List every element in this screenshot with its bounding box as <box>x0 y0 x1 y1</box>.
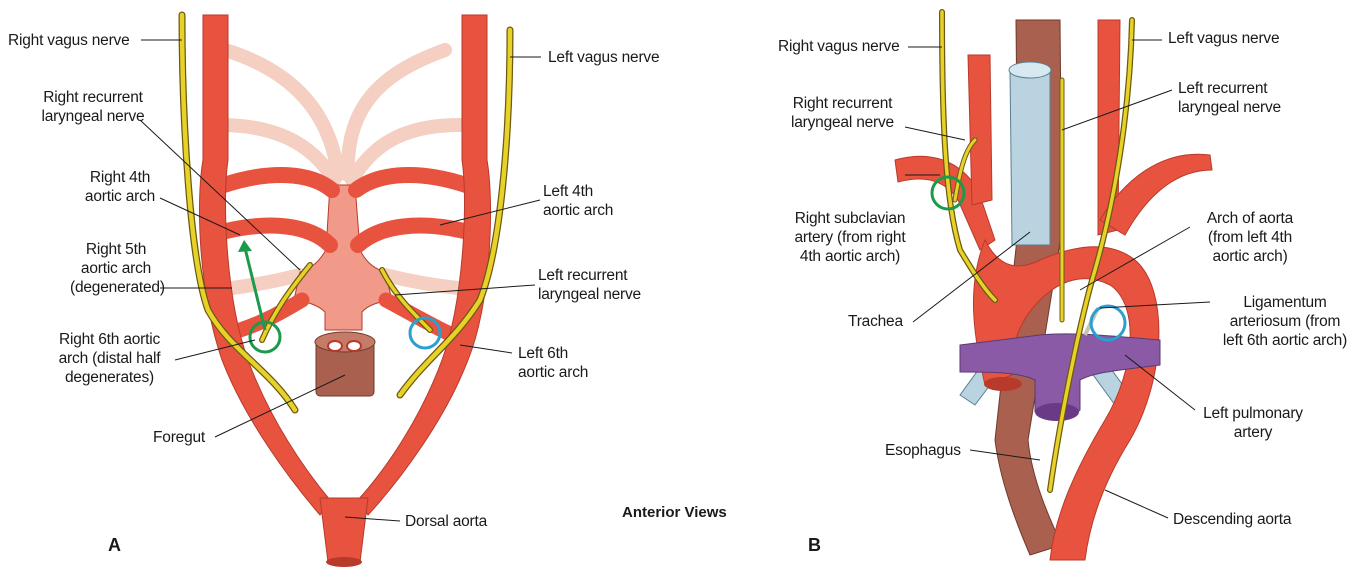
label-b-left-pulmonary-artery: Left pulmonary artery <box>1198 404 1308 442</box>
panel-a-illustration <box>140 15 541 567</box>
panel-a-letter: A <box>108 535 121 556</box>
label-a-right-recurrent-laryngeal-nerve: Right recurrent laryngeal nerve <box>33 88 153 126</box>
label-b-trachea: Trachea <box>848 312 903 331</box>
tube-opening-left <box>328 341 342 351</box>
tube-opening-right <box>347 341 361 351</box>
right-common-carotid <box>968 55 992 205</box>
aortic-sac <box>294 185 392 330</box>
label-a-left-4th-aortic-arch: Left 4th aortic arch <box>543 182 613 220</box>
foregut-opening <box>315 332 375 352</box>
label-b-right-vagus-nerve: Right vagus nerve <box>778 37 900 56</box>
trachea-opening <box>1009 62 1051 78</box>
label-b-right-recurrent-laryngeal-nerve: Right recurrent laryngeal nerve <box>780 94 905 132</box>
label-b-left-vagus-nerve: Left vagus nerve <box>1168 29 1279 48</box>
green-arrowhead <box>238 240 252 252</box>
label-a-dorsal-aorta: Dorsal aorta <box>405 512 487 531</box>
panel-b-letter: B <box>808 535 821 556</box>
label-a-left-6th-aortic-arch: Left 6th aortic arch <box>518 344 588 382</box>
label-a-left-vagus-nerve: Left vagus nerve <box>548 48 659 67</box>
label-a-foregut: Foregut <box>153 428 205 447</box>
fused-dorsal-aorta <box>320 498 368 562</box>
trachea <box>1010 70 1050 245</box>
ascending-aorta-cut <box>984 377 1022 391</box>
label-a-right-vagus-nerve: Right vagus nerve <box>8 31 130 50</box>
label-b-left-recurrent-laryngeal-nerve: Left recurrent laryngeal nerve <box>1178 79 1281 117</box>
panel-b-illustration <box>895 12 1212 560</box>
label-a-left-recurrent-laryngeal-nerve: Left recurrent laryngeal nerve <box>538 266 641 304</box>
pulmonary-trunk-cut <box>1035 403 1079 421</box>
label-b-esophagus: Esophagus <box>885 441 961 460</box>
label-b-right-subclavian-artery: Right subclavian artery (from right 4th … <box>780 209 920 266</box>
label-a-right-5th-aortic-arch: Right 5th aortic arch (degenerated) <box>70 240 162 297</box>
label-a-right-4th-aortic-arch: Right 4th aortic arch <box>80 168 160 206</box>
aorta-cut-end <box>326 557 362 567</box>
blue-circle-marker-b <box>1091 306 1125 340</box>
label-a-right-6th-aortic-arch: Right 6th aortic arch (distal half degen… <box>47 330 172 387</box>
label-b-arch-of-aorta: Arch of aorta (from left 4th aortic arch… <box>1195 209 1305 266</box>
figure-caption: Anterior Views <box>622 504 727 521</box>
label-b-descending-aorta: Descending aorta <box>1173 510 1291 529</box>
label-b-ligamentum-arteriosum: Ligamentum arteriosum (from left 6th aor… <box>1210 293 1360 350</box>
